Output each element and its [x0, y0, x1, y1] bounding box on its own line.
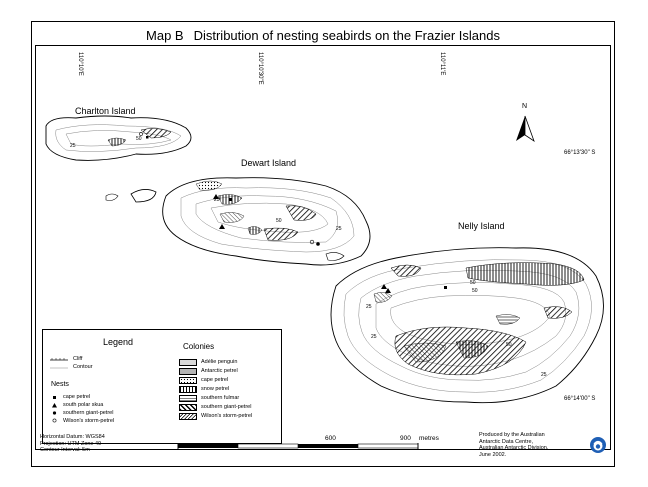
legend-nest-item: south polar skua: [63, 402, 104, 408]
contour-label: 50: [276, 218, 282, 224]
footer-credit-line: Antarctic Data Centre,: [479, 438, 534, 445]
legend-nests-title: Nests: [51, 381, 69, 388]
legend-colony-item: snow petrel: [201, 386, 230, 392]
contour-label: 25: [336, 226, 342, 232]
nelly-island[interactable]: [330, 247, 604, 404]
swatch-adelie: [179, 359, 197, 366]
aad-logo-icon: [590, 437, 606, 453]
legend-colony-item: southern giant-petrel: [201, 404, 252, 410]
legend-nest-item: cape petrel: [63, 394, 91, 400]
legend-cliff: Cliff: [73, 356, 83, 362]
legend-contour: Contour: [73, 364, 93, 370]
swatch-southern-fulmar: [179, 395, 197, 402]
legend-colony-item: cape petrel: [201, 377, 229, 383]
footer-contour: Contour Interval: 5m: [40, 447, 90, 453]
map-area[interactable]: 25 50 25 50 25 50 25 50 25 50 25: [35, 45, 611, 450]
legend-colony-item: Antarctic petrel: [201, 368, 238, 374]
contour-label: 25: [541, 372, 547, 378]
scale-unit: metres: [419, 435, 439, 442]
swatch-cape-petrel: [179, 377, 197, 384]
dewart-island[interactable]: [162, 177, 371, 266]
map-title-prefix: Map B: [146, 28, 184, 43]
swatch-snow-petrel: [179, 386, 197, 393]
legend-nest-item: Wilson's storm-petrel: [63, 418, 115, 424]
footer-credit-line: Australian Antarctic Division,: [479, 445, 549, 451]
contour-label: 50: [472, 288, 478, 294]
swatch-wilsons-storm-petrel: [179, 413, 197, 420]
swatch-southern-giant-petrel: [179, 404, 197, 411]
contour-label: 25: [371, 334, 377, 340]
north-arrow: N: [516, 103, 535, 143]
map-frame: Map B Distribution of nesting seabirds on…: [31, 21, 615, 467]
footer-datum-block: Horizontal Datum: WGS84 Projection: UTM …: [40, 434, 105, 454]
legend-colonies-title: Colonies: [183, 342, 215, 351]
legend: Legend Cliff Contour Nests cape petrel s…: [42, 329, 282, 444]
map-title: Map B Distribution of nesting seabirds on…: [32, 28, 614, 43]
legend-colony-item: Wilson's storm-petrel: [201, 413, 253, 419]
footer-projection: Projection: UTM Zone 49: [40, 440, 102, 447]
footer-datum: Horizontal Datum: WGS84: [40, 434, 105, 440]
footer-credit-block: Produced by the Australian Antarctic Dat…: [479, 432, 548, 458]
map-title-text: Distribution of nesting seabirds on the …: [193, 28, 500, 43]
legend-symbols: [50, 358, 68, 423]
contour-labels: 25 50 25 50 25 50 25 50 25 50 25: [70, 136, 547, 378]
map-canvas: 25 50 25 50 25 50 25 50 25 50 25: [45, 103, 604, 449]
legend-title: Legend: [102, 337, 134, 347]
latitude-label: 66°14'00" S: [564, 396, 596, 402]
contour-label: 50: [136, 136, 142, 142]
north-label: N: [522, 103, 527, 110]
swatch-antarctic-petrel: [179, 368, 197, 375]
contour-label: 50: [470, 280, 476, 286]
scale-tick-label: 600: [325, 435, 336, 442]
island-label-nelly: Nelly Island: [458, 221, 505, 231]
latitude-label: 66°13'30" S: [564, 150, 596, 156]
charlton-island[interactable]: [45, 115, 192, 203]
longitude-label: 110°10'30"E: [257, 52, 263, 85]
longitude-label: 110°10'E: [77, 52, 83, 76]
island-label-dewart: Dewart Island: [241, 158, 297, 168]
scale-bar: [177, 443, 419, 449]
island-label-charlton: Charlton Island: [75, 106, 136, 116]
nest-symbols: [139, 132, 447, 293]
contour-label: 25: [366, 304, 372, 310]
scale-tick-label: 900: [400, 435, 411, 442]
legend-colony-item: Adélie penguin: [201, 359, 238, 365]
contour-label: 50: [506, 342, 512, 348]
legend-nest-item: southern giant-petrel: [63, 410, 114, 416]
legend-colony-item: southern fulmar: [201, 395, 240, 401]
contour-label: 25: [214, 197, 220, 203]
footer-credit-line: June 2002.: [479, 451, 507, 458]
footer-credit-line: Produced by the Australian: [479, 432, 545, 438]
contour-label: 25: [70, 143, 76, 149]
longitude-label: 110°11'E: [439, 52, 445, 76]
